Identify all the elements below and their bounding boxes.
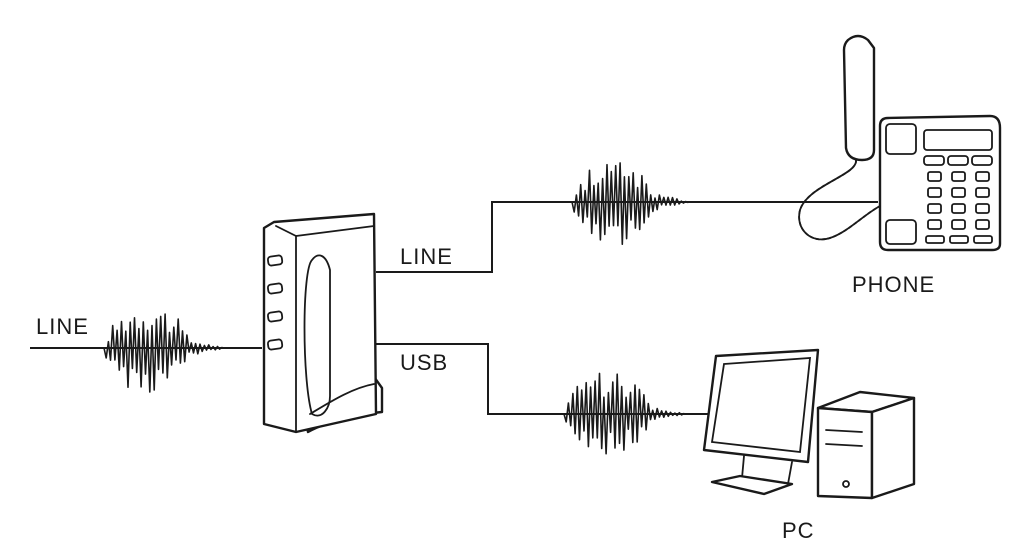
telephone-icon (798, 34, 1002, 252)
phone-label: PHONE (852, 272, 935, 297)
usb-output-label: USB (400, 350, 448, 375)
line-output-label: LINE (400, 244, 453, 269)
desktop-computer-icon (702, 348, 916, 500)
audio-waveform-icon (571, 162, 691, 245)
line-input-label: LINE (36, 314, 89, 339)
pc-label: PC (782, 518, 815, 543)
audio-waveform-icon (103, 313, 225, 393)
modem-device-icon (262, 212, 384, 434)
audio-waveform-icon (563, 372, 687, 455)
